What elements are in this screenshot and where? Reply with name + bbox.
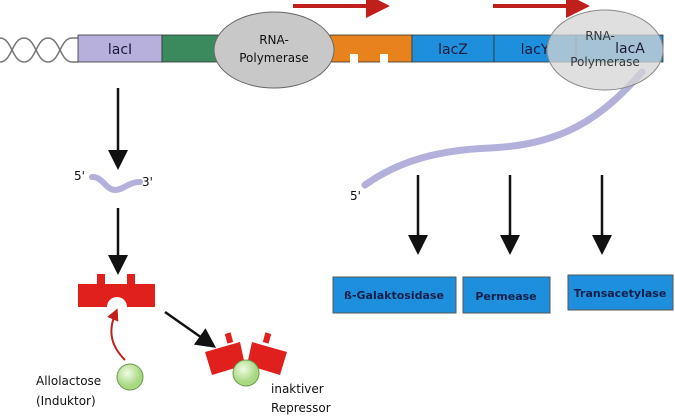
mrna-5-prime-label: 5' — [350, 189, 361, 203]
polymerase-label: Polymerase — [570, 55, 640, 69]
protein-label: ß-Galaktosidase — [344, 289, 444, 302]
gene-lacI — [77, 34, 163, 63]
lacZ-label: lacZ — [438, 42, 468, 58]
binding-notch — [350, 54, 358, 63]
lacA-label: lacA — [615, 41, 645, 57]
polycistronic-mrna — [361, 68, 646, 189]
dna-helix-icon — [0, 37, 78, 63]
polymerase-label: Polymerase — [239, 51, 309, 65]
mrna-5-prime-label: 5' — [74, 169, 85, 183]
active-repressor — [78, 274, 155, 307]
binding-notch — [380, 54, 388, 63]
inactivation-arrow — [164, 310, 217, 348]
allolactose-molecule — [116, 363, 144, 391]
promoter-region — [329, 34, 413, 63]
polymerase-label: RNA- — [585, 29, 615, 43]
lacI-label: lacI — [108, 42, 132, 58]
gene-lacZ — [411, 34, 495, 63]
laci-mrna — [89, 174, 143, 194]
lacY-label: lacY — [521, 42, 550, 58]
binding-arrow — [107, 308, 126, 361]
polymerase-label: RNA- — [259, 33, 289, 47]
protein-box-transacetylase — [567, 274, 674, 311]
inducer-label: Allolactose — [36, 374, 101, 388]
bound-allolactose — [232, 359, 260, 387]
rna-polymerase — [213, 11, 335, 89]
protein-label: Permease — [475, 290, 536, 303]
mrna-3-prime-label: 3' — [142, 175, 153, 189]
inactive-repressor-label: inaktiver — [271, 382, 324, 396]
inducer-label: (Induktor) — [36, 394, 96, 408]
protein-box-permease — [462, 276, 551, 314]
operator-region — [161, 34, 223, 63]
inactive-repressor-label: Repressor — [271, 401, 331, 415]
protein-label: Transacetylase — [574, 287, 667, 300]
rna-polymerase-transcribing — [546, 9, 664, 91]
protein-box-galaktosidase — [332, 276, 457, 314]
